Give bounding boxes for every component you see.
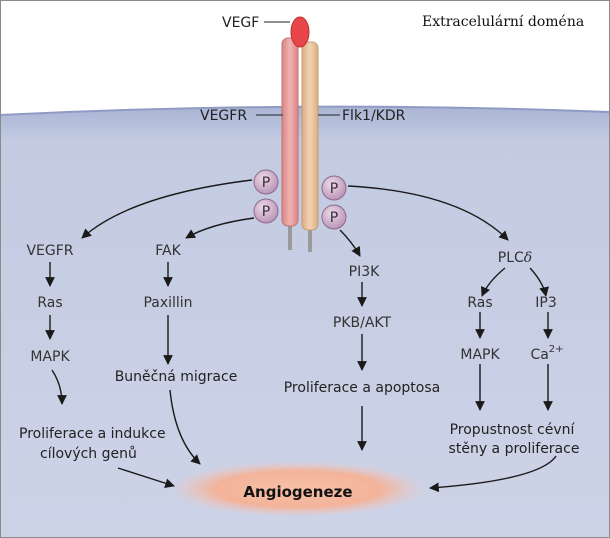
arrow-to-fak (185, 217, 255, 239)
paxillin-label: Paxillin (143, 295, 192, 311)
arrow-mapk-out (51, 369, 67, 405)
vegf-ligand (290, 16, 310, 48)
migration-label: Buněčná migrace (115, 369, 238, 385)
calcium-base: Ca (530, 347, 548, 363)
vegfr-chain (281, 37, 299, 227)
arrow-plc-ras (480, 267, 506, 297)
vegf-label: VEGF (222, 15, 259, 31)
plc-delta: δ (524, 250, 532, 266)
receptor (281, 16, 319, 252)
extracellular-label: Extracelulární doména (422, 14, 584, 30)
vegfr-pathway-label: VEGFR (26, 243, 73, 259)
arrow-to-pi3k (339, 229, 361, 257)
arrow-to-plc (347, 185, 509, 241)
arrow-perm-angio (429, 455, 557, 493)
phospho-4-label: P (330, 210, 338, 226)
ras-label: Ras (37, 295, 62, 311)
flk1-label: Flk1/KDR (342, 108, 406, 124)
mapk-right-label: MAPK (460, 347, 500, 363)
phospho-4 (321, 204, 347, 230)
arrow-plc-ip3 (529, 267, 549, 297)
cytoplasm (0, 106, 610, 538)
pkb-akt-label: PKB/AKT (333, 315, 392, 331)
plc-label: PLCδ (498, 250, 532, 266)
calcium-charge: 2+ (549, 344, 564, 355)
phospho-3-label: P (330, 181, 338, 197)
phospho-2 (253, 198, 279, 224)
mapk-label: MAPK (30, 349, 70, 365)
phospho-2-label: P (262, 204, 270, 220)
permeability-line1: Propustnost cévní (450, 422, 576, 438)
arrow-vegfr-angio (117, 467, 175, 488)
arrow-migration-angio (169, 389, 201, 465)
vegfr-outcome-line2: cílových genů (40, 446, 137, 462)
flk1-chain (301, 41, 319, 231)
phospho-1 (253, 169, 279, 195)
plc-base: PLC (498, 250, 524, 266)
permeability-line2: stěny a proliferace (449, 441, 580, 457)
vegfr-outcome-line1: Proliferace a indukce (19, 426, 166, 442)
ras-right-label: Ras (467, 295, 492, 311)
angiogenesis-label: Angiogeneze (243, 483, 352, 501)
angiogenesis-glow (170, 461, 426, 517)
calcium-label: Ca2+ (530, 344, 563, 363)
fak-label: FAK (155, 243, 181, 259)
phospho-3 (321, 175, 347, 201)
phospho-groups: P P P P (253, 169, 347, 230)
proliferation-apoptosis-label: Proliferace a apoptosa (284, 380, 441, 396)
ip3-label: IP3 (535, 295, 556, 311)
arrows (45, 179, 557, 493)
vegfr-label: VEGFR (200, 108, 247, 124)
phospho-1-label: P (262, 175, 270, 191)
pi3k-label: PI3K (349, 264, 380, 280)
arrow-to-vegfr (81, 179, 253, 239)
